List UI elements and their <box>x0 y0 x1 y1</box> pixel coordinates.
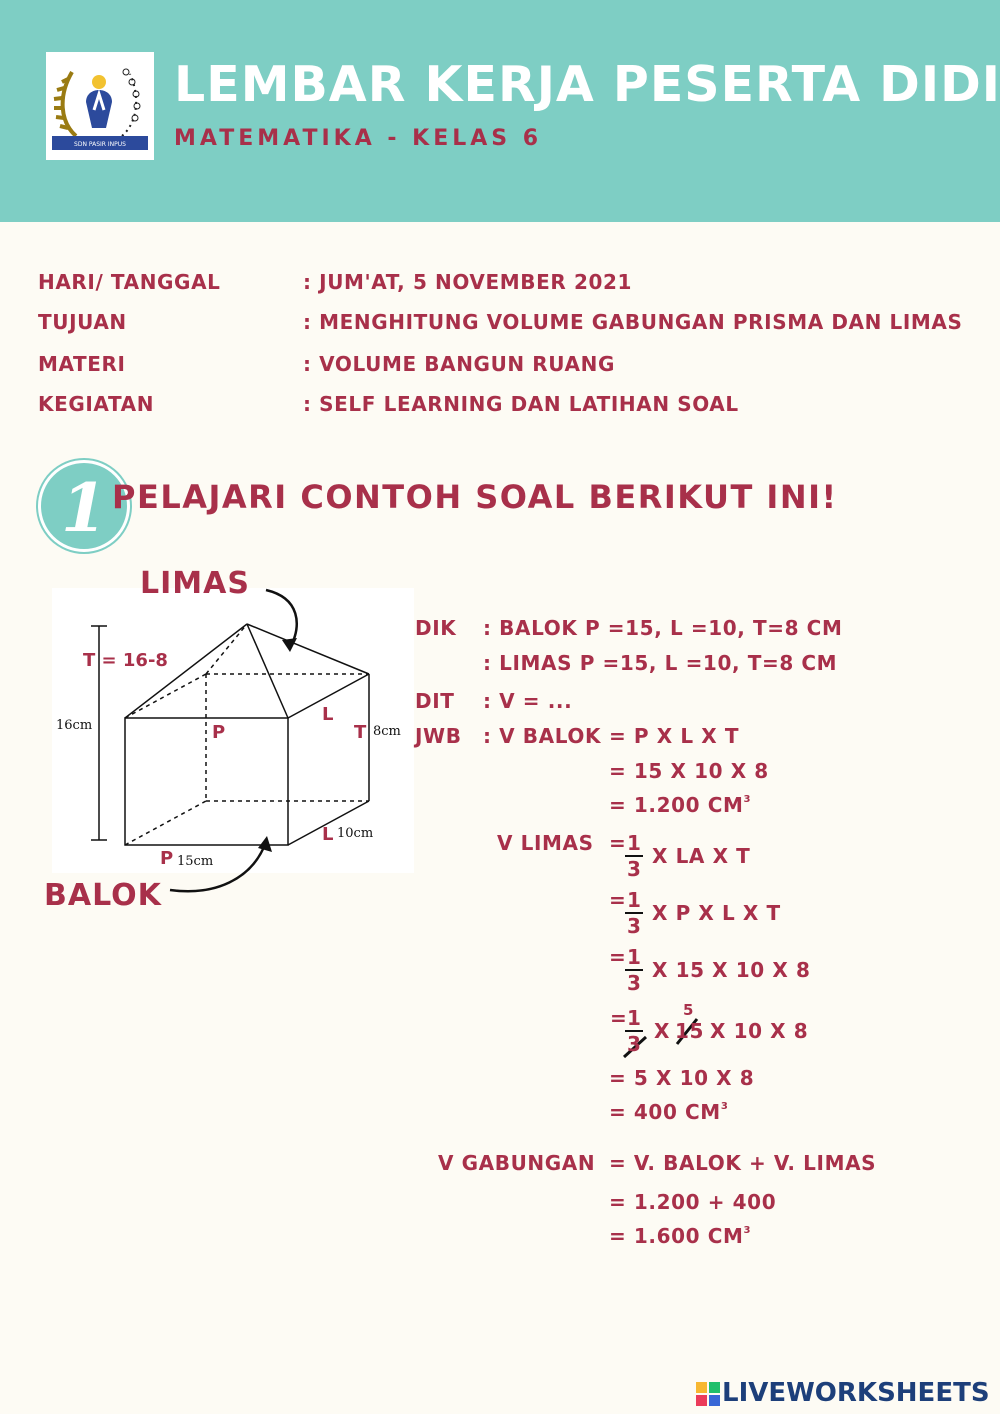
page-subtitle: MATEMATIKA - KELAS 6 <box>174 126 543 151</box>
dik-line-1: : BALOK P =15, L =10, T=8 CM <box>483 616 843 640</box>
frac-den: 3 <box>627 857 641 881</box>
p-label: P <box>212 722 226 743</box>
dim-16-label: 16cm <box>56 718 93 733</box>
frac-num: 1 <box>627 1006 641 1030</box>
info-key: TUJUAN <box>38 310 127 334</box>
v-balok-label: : V BALOK <box>483 724 602 748</box>
figure-drawing <box>91 623 370 846</box>
gabungan-step-3: = 1.600 CM3 <box>609 1224 751 1248</box>
dik-line-2: : LIMAS P =15, L =10, T=8 CM <box>483 651 838 675</box>
frac-num: 1 <box>627 888 641 912</box>
limas-step-5: = 5 X 10 X 8 <box>609 1066 755 1090</box>
frac-den: 3 <box>627 1032 641 1056</box>
balok-result: = 1.200 CM <box>609 793 744 817</box>
info-key: MATERI <box>38 352 126 376</box>
frac-den: 3 <box>627 914 641 938</box>
balok-arrowhead <box>258 836 272 852</box>
simplified-note: 5 <box>683 1001 695 1019</box>
gabungan-result: = 1.600 CM <box>609 1224 744 1248</box>
frac-num: 1 <box>627 831 641 855</box>
dit-line-1: : V = ... <box>483 689 573 713</box>
t-side-label: T <box>354 722 367 743</box>
dim-10-label: 10cm <box>337 826 374 841</box>
limas-step-6: = 400 CM3 <box>609 1100 728 1124</box>
info-key: KEGIATAN <box>38 392 155 416</box>
l-label: L <box>322 704 334 725</box>
info-value: : SELF LEARNING DAN LATIHAN SOAL <box>303 392 739 416</box>
info-value: : VOLUME BANGUN RUANG <box>303 352 615 376</box>
balok-step-1: = P X L X T <box>609 724 740 748</box>
info-key: HARI/ TANGGAL <box>38 270 221 294</box>
frac-den: 3 <box>627 971 641 995</box>
limas-eq-2: = <box>609 888 627 912</box>
gabungan-step-1: = V. BALOK + V. LIMAS <box>609 1151 877 1175</box>
frac-num: 1 <box>627 945 641 969</box>
info-value: : JUM'AT, 5 NOVEMBER 2021 <box>303 270 633 294</box>
limas-eq-4: = <box>610 1006 628 1030</box>
limas-eq-3: = <box>609 945 627 969</box>
strike-3 <box>622 1035 648 1059</box>
limas-step-2: X P X L X T <box>652 901 781 925</box>
balok-arrow <box>169 841 268 893</box>
jwb-label: JWB <box>415 724 462 748</box>
limas-arrowhead <box>282 638 297 652</box>
frac-bar <box>625 969 643 971</box>
dim-15-label: 15cm <box>177 854 214 869</box>
limas-step-4-fifteen: 15 <box>675 1019 705 1043</box>
section-title: PELAJARI CONTOH SOAL BERIKUT INI! <box>112 478 838 516</box>
p-bottom-label: P <box>160 848 174 869</box>
info-value: : MENGHITUNG VOLUME GABUNGAN PRISMA DAN … <box>303 310 963 334</box>
balok-step-3: = 1.200 CM3 <box>609 793 751 817</box>
frac-bar <box>625 855 643 857</box>
cube-exponent: 3 <box>720 1101 729 1112</box>
v-limas-label: V LIMAS <box>497 831 594 855</box>
section-number: 1 <box>61 469 107 547</box>
limas-step-4-rest: X 10 X 8 <box>710 1019 809 1043</box>
solid-figure <box>52 588 414 873</box>
limas-step-4-times: X <box>654 1019 671 1043</box>
liveworksheets-text: LIVEWORKSHEETS <box>722 1378 990 1408</box>
dit-label: DIT <box>415 689 455 713</box>
limas-step-3: X 15 X 10 X 8 <box>652 958 811 982</box>
l-bottom-label: L <box>322 824 334 845</box>
height-diff-label: T = 16-8 <box>83 650 168 671</box>
limas-step-1: X LA X T <box>652 844 751 868</box>
cube-exponent: 3 <box>743 1225 752 1236</box>
cube-exponent: 3 <box>743 794 752 805</box>
logo-text: SDN PASIR INPUS <box>74 141 126 148</box>
balok-label: BALOK <box>44 878 162 913</box>
dik-label: DIK <box>415 616 457 640</box>
strike-15 <box>675 1018 699 1045</box>
page-title: LEMBAR KERJA PESERTA DIDIK <box>174 56 1000 113</box>
v-gabungan-label: V GABUNGAN <box>438 1151 596 1175</box>
frac-bar <box>625 912 643 914</box>
balok-step-2: = 15 X 10 X 8 <box>609 759 769 783</box>
school-logo: SDN PASIR INPUS <box>46 52 154 160</box>
dim-8-label: 8cm <box>373 724 401 739</box>
limas-eq-1: = <box>609 831 627 855</box>
section-number-badge: 1 <box>38 460 130 552</box>
limas-label: LIMAS <box>140 566 250 601</box>
limas-result: = 400 CM <box>609 1100 721 1124</box>
header-banner: SDN PASIR INPUS LEMBAR KERJA PESERTA DID… <box>0 0 1000 222</box>
frac-bar <box>625 1030 643 1032</box>
gabungan-step-2: = 1.200 + 400 <box>609 1190 777 1214</box>
liveworksheets-logo-icon <box>696 1382 720 1406</box>
